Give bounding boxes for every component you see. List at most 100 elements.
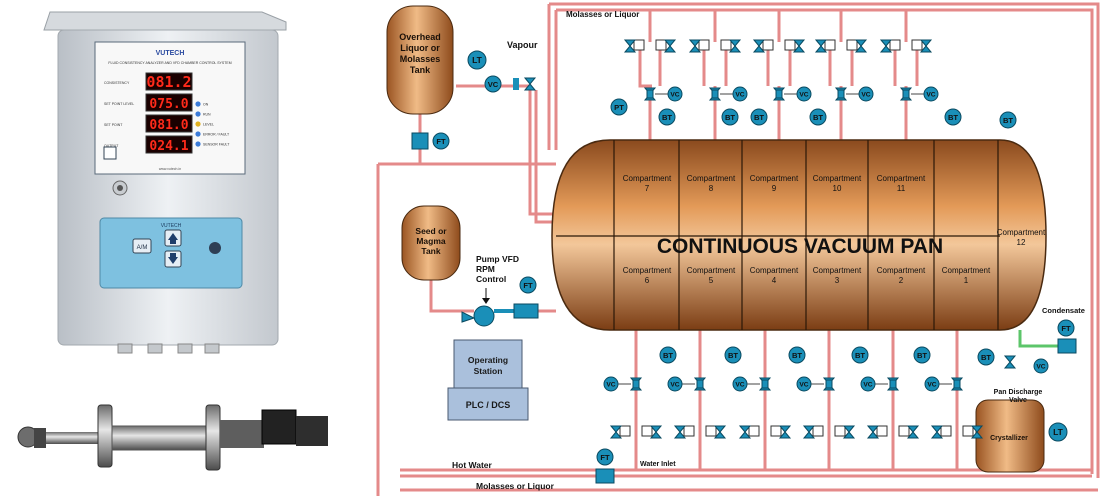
pt-tag: [610, 98, 628, 116]
valve-icon[interactable]: [854, 39, 868, 53]
valve-icon[interactable]: [970, 425, 984, 439]
valve-icon[interactable]: [792, 39, 806, 53]
valve-icon[interactable]: [623, 39, 637, 53]
bt-tag: [851, 346, 869, 364]
vc-tag: [667, 376, 683, 392]
vc-tag-label: VC: [735, 381, 744, 388]
actuator-icon: [696, 379, 704, 389]
bt-tag-label: BT: [948, 113, 958, 122]
vc-tag-label: VC: [670, 381, 679, 388]
bt-tag: [721, 108, 739, 126]
instrument-box: [940, 425, 952, 437]
bt-tag: [658, 108, 676, 126]
vc-tag-label: VC: [926, 91, 935, 98]
pipe-line: [549, 2, 1100, 478]
actuator-icon: [837, 89, 845, 99]
compartment-label: Compartment: [687, 174, 736, 183]
bt-tag-label: BT: [1003, 116, 1013, 125]
valve-icon[interactable]: [906, 425, 920, 439]
valve-icon[interactable]: [930, 425, 944, 439]
pump: [461, 303, 539, 327]
actuator-icon: [953, 379, 961, 389]
compartment-label: Compartment: [877, 174, 926, 183]
instrument-box: [846, 39, 858, 51]
valve-icon[interactable]: [778, 425, 792, 439]
lcd-value: 081.0: [149, 118, 188, 133]
vc-tag-label: VC: [1036, 363, 1045, 370]
bt-tag-label: BT: [813, 113, 823, 122]
valve-icon[interactable]: [713, 425, 727, 439]
vc-tag-label: VC: [861, 91, 870, 98]
vc-tag: [667, 86, 683, 102]
compartment-label: Compartment: [750, 266, 799, 275]
vc-tag: [924, 376, 940, 392]
panel-logo: [103, 146, 117, 160]
valve-icon[interactable]: [688, 39, 702, 53]
valve-icon[interactable]: [673, 425, 687, 439]
bt-tag-label: BT: [981, 353, 991, 362]
panel-footer: www.vutech.in: [159, 167, 181, 171]
valve-icon[interactable]: [663, 39, 677, 53]
actuator-icon: [825, 379, 833, 389]
compartment-number: 12: [1017, 238, 1026, 247]
valve-icon[interactable]: [814, 39, 828, 53]
am-button-label: A/M: [137, 245, 148, 251]
pan-title: CONTINUOUS VACUUM PAN: [657, 235, 943, 258]
valve-icon[interactable]: [649, 425, 663, 439]
status-led-icon: [195, 111, 201, 117]
status-led-icon: [195, 121, 201, 127]
status-led-label: LEVEL: [203, 123, 214, 127]
valve-icon[interactable]: [752, 39, 766, 53]
lcd-screen: [145, 72, 193, 91]
condensate-label: Condensate: [1042, 306, 1085, 315]
plc-label: PLC / DCS: [466, 400, 511, 410]
compartment-label: Compartment: [623, 266, 672, 275]
bt-tag: [788, 346, 806, 364]
vc-tag: [1033, 358, 1049, 374]
pipe-line: [556, 8, 1094, 474]
instrument-box: [641, 425, 653, 437]
compartment-number: 10: [833, 184, 842, 193]
compartment-label: Compartment: [877, 266, 926, 275]
valve-icon[interactable]: [728, 39, 742, 53]
instrument-box: [655, 39, 667, 51]
am-button[interactable]: [132, 238, 152, 254]
probe-sensor: [17, 404, 328, 471]
status-led-icon: [195, 141, 201, 147]
vc-tag: [484, 75, 502, 93]
valve-icon[interactable]: [523, 77, 537, 91]
compartment-label: Compartment: [750, 174, 799, 183]
lt-tag-label: LT: [472, 55, 483, 65]
valve-icon[interactable]: [866, 425, 880, 439]
instrument-box: [898, 425, 910, 437]
valve-icon[interactable]: [1003, 355, 1017, 369]
valve-icon[interactable]: [919, 39, 933, 53]
valve-icon[interactable]: [802, 425, 816, 439]
vc-tag: [858, 86, 874, 102]
bt-tag: [659, 346, 677, 364]
vc-tag: [796, 86, 812, 102]
ft-tag-label: FT: [1061, 324, 1071, 333]
valve-icon[interactable]: [879, 39, 893, 53]
valve-icon[interactable]: [842, 425, 856, 439]
pipe-line: [638, 42, 652, 88]
bt-tag-label: BT: [728, 351, 738, 360]
condensate-pipe: [1018, 330, 1060, 348]
lt-tag: [467, 50, 487, 70]
bt-tag-label: BT: [662, 113, 672, 122]
vc-tag-label: VC: [927, 381, 936, 388]
bt-tag: [977, 348, 995, 366]
valve-icon[interactable]: [738, 425, 752, 439]
valve-icon[interactable]: [609, 425, 623, 439]
bt-tag: [999, 111, 1017, 129]
keypad-title: VUTECH: [161, 223, 182, 229]
pipe-line: [534, 90, 556, 224]
actuator-icon: [889, 379, 897, 389]
lcd-label: OUTPUT: [104, 144, 119, 148]
